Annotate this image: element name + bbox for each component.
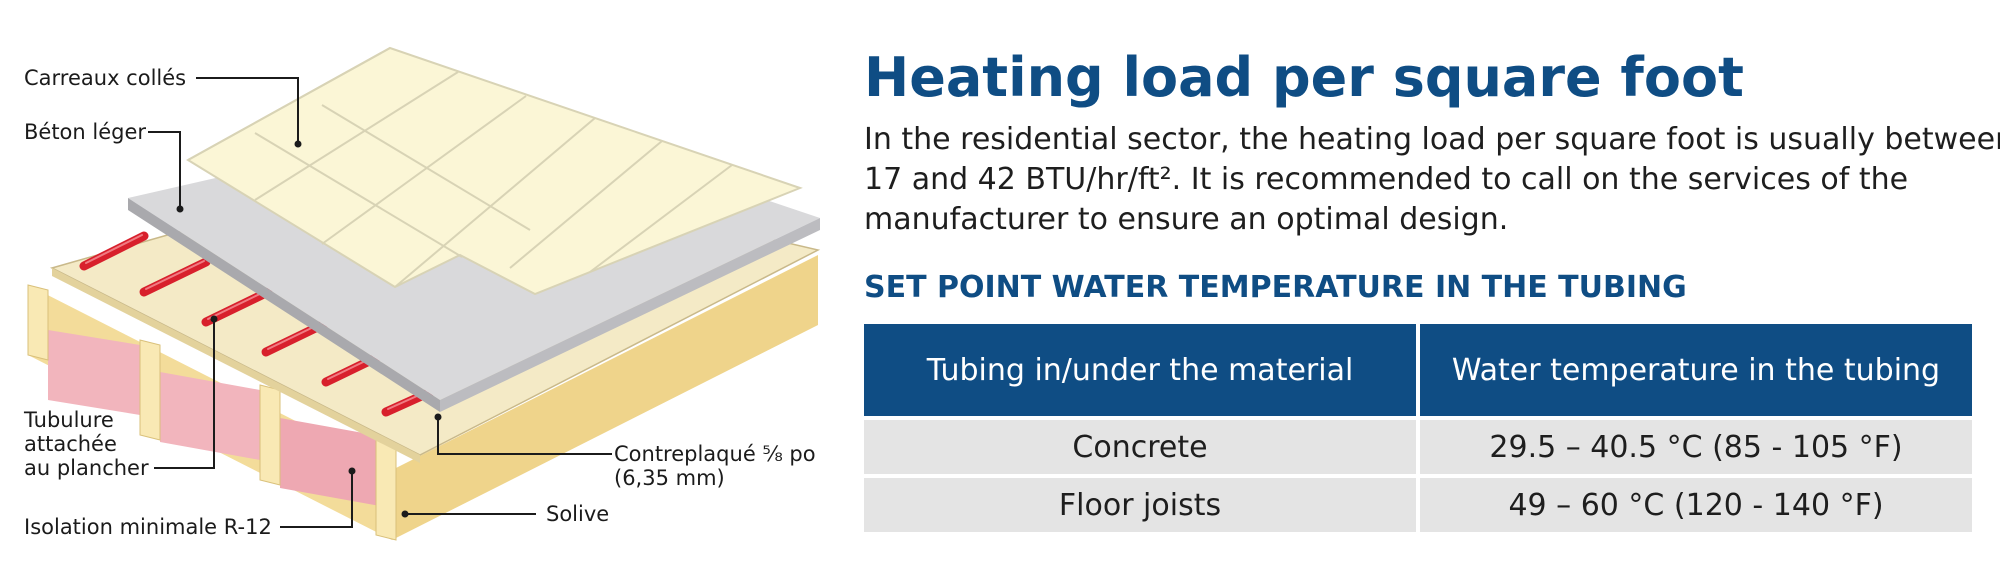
callout-tubing-1: Tubulure (23, 408, 114, 432)
joist-end (259, 384, 281, 486)
cell-material: Concrete (864, 420, 1416, 474)
intro-paragraph: In the residential sector, the heating l… (864, 120, 2000, 240)
column-header-material: Tubing in/under the material (864, 324, 1416, 416)
table-header-row: Tubing in/under the material Water tempe… (864, 324, 1972, 416)
insulation-bay (280, 418, 380, 506)
callout-plywood-2: (6,35 mm) (614, 466, 725, 490)
table-row: Floor joists 49 – 60 °C (120 - 140 °F) (864, 478, 1972, 532)
callout-insulation: Isolation minimale R-12 (24, 515, 272, 539)
callout-concrete: Béton léger (24, 120, 146, 144)
info-panel: Heating load per square foot In the resi… (864, 40, 2000, 536)
intro-line: manufacturer to ensure an optimal design… (864, 202, 1509, 237)
callout-tubing-2: attachée (24, 432, 117, 456)
cell-material: Floor joists (864, 478, 1416, 532)
cell-temperature: 29.5 – 40.5 °C (85 - 105 °F) (1420, 420, 1972, 474)
tile-grid (187, 47, 733, 288)
insulation-bay (48, 330, 140, 415)
concrete-slab-front (128, 198, 440, 412)
floor-assembly-diagram: Carreaux collés Béton léger Tubulure att… (23, 46, 821, 541)
callout-joist: Solive (546, 502, 609, 526)
insulation-bay (160, 372, 260, 460)
temperature-table: Tubing in/under the material Water tempe… (860, 320, 1976, 536)
plywood-edge (52, 268, 420, 463)
table-row: Concrete 29.5 – 40.5 °C (85 - 105 °F) (864, 420, 1972, 474)
column-header-temperature: Water temperature in the tubing (1420, 324, 1972, 416)
joist-end (139, 339, 161, 441)
joist-end (27, 284, 49, 361)
callout-tubing-3: au plancher (24, 456, 149, 480)
cell-temperature: 49 – 60 °C (120 - 140 °F) (1420, 478, 1972, 532)
intro-line: In the residential sector, the heating l… (864, 122, 2000, 157)
callout-plywood-1: Contreplaqué ⁵⁄₈ po (614, 442, 816, 466)
callout-tiles: Carreaux collés (24, 66, 186, 90)
concrete-slab-right (440, 218, 820, 412)
joist-right-face (392, 255, 818, 540)
page-title: Heating load per square foot (864, 46, 1744, 109)
intro-line: 17 and 42 BTU/hr/ft². It is recommended … (864, 162, 1909, 197)
section-title: SET POINT WATER TEMPERATURE IN THE TUBIN… (864, 270, 1687, 305)
